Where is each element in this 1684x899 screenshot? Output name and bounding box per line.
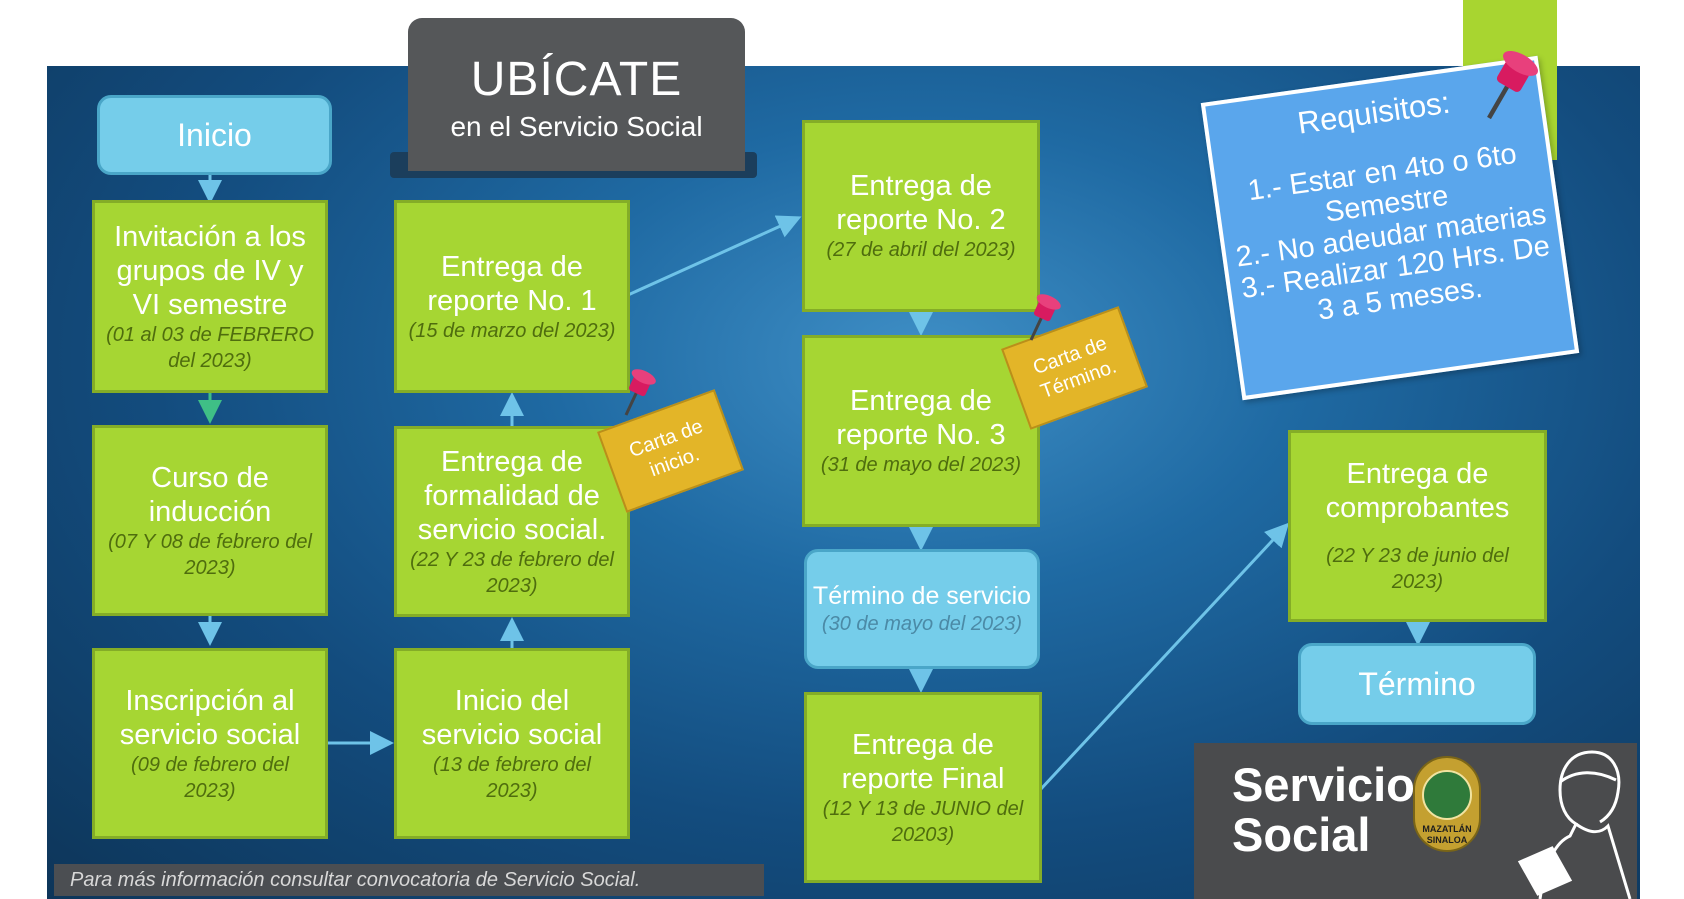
student-reading-icon — [1517, 750, 1632, 899]
node-label: Entrega de reporte Final — [841, 728, 1005, 795]
node-reporte3: Entrega de reporte No. 3 (31 de mayo del… — [802, 335, 1040, 527]
logo-line-1: Servicio — [1232, 758, 1415, 811]
node-date: (07 Y 08 de febrero del 2023) — [108, 530, 312, 579]
node-label: Entrega de reporte No. 2 — [836, 170, 1006, 236]
node-label: Entrega de formalidad de servicio social… — [417, 445, 607, 546]
arrow-reporte-final-comprobantes — [1038, 522, 1290, 792]
node-formalidad: Entrega de formalidad de servicio social… — [394, 426, 630, 617]
node-invitacion: Invitación a los grupos de IV y VI semes… — [92, 200, 328, 393]
node-date: (13 de febrero del 2023) — [433, 753, 591, 802]
node-date: (09 de febrero del 2023) — [131, 753, 289, 802]
node-date: (31 de mayo del 2023) — [820, 454, 1022, 476]
arrow-reporte1-reporte2 — [627, 215, 802, 297]
node-date: (12 Y 13 de JUNIO del 20203) — [822, 797, 1024, 846]
node-inicio: Inicio — [97, 95, 332, 175]
node-label: Curso de inducción — [148, 461, 272, 528]
node-date: (15 de marzo del 2023) — [408, 319, 616, 342]
node-reporte2: Entrega de reporte No. 2 (27 de abril de… — [802, 120, 1040, 312]
node-inicio-servicio: Inicio del servicio social (13 de febrer… — [394, 648, 630, 839]
node-label: Inicio del servicio social — [421, 684, 603, 751]
pushpin-icon — [1487, 50, 1538, 120]
node-inscripcion: Inscripción al servicio social (09 de fe… — [92, 648, 328, 839]
pushpin-icon — [1029, 294, 1061, 341]
node-date: (01 al 03 de FEBRERO del 2023) — [106, 323, 314, 372]
seal-emblem — [1422, 770, 1472, 820]
node-curso: Curso de inducción (07 Y 08 de febrero d… — [92, 425, 328, 616]
page-subtitle: en el Servicio Social — [450, 111, 703, 142]
node-label: Inscripción al servicio social — [119, 684, 301, 751]
node-label: Invitación a los grupos de IV y VI semes… — [114, 220, 306, 321]
servicio-social-logo: Servicio Social — [1232, 760, 1415, 860]
node-date: (27 de abril del 2023) — [826, 239, 1016, 261]
node-reporte-final: Entrega de reporte Final (12 Y 13 de JUN… — [804, 692, 1042, 883]
node-label: Entrega de comprobantes — [1325, 458, 1510, 524]
node-date: (30 de mayo del 2023) — [821, 613, 1023, 635]
node-label: Entrega de reporte No. 3 — [836, 385, 1006, 451]
node-termino: Término — [1298, 643, 1536, 725]
pushpin-icon — [624, 369, 656, 416]
node-comprobantes: Entrega de comprobantes (22 Y 23 de juni… — [1288, 430, 1547, 622]
logo-line-2: Social — [1232, 808, 1371, 861]
node-label: Inicio — [177, 117, 252, 153]
page-title: UBÍCATE — [470, 53, 683, 106]
seal-text: MAZATLÁN SINALOA — [1422, 824, 1472, 845]
node-label: Entrega de reporte No. 1 — [427, 250, 597, 317]
title-card: UBÍCATE en el Servicio Social — [408, 18, 745, 171]
node-date: (22 Y 23 de febrero del 2023) — [410, 548, 614, 597]
node-label: Término de servicio — [812, 582, 1032, 610]
node-termino-servicio: Término de servicio (30 de mayo del 2023… — [804, 549, 1040, 669]
footer-note: Para más información consultar convocato… — [54, 864, 764, 896]
node-reporte1: Entrega de reporte No. 1 (15 de marzo de… — [394, 200, 630, 393]
node-date: (22 Y 23 de junio del 2023) — [1326, 545, 1509, 593]
node-label: Término — [1358, 666, 1476, 702]
